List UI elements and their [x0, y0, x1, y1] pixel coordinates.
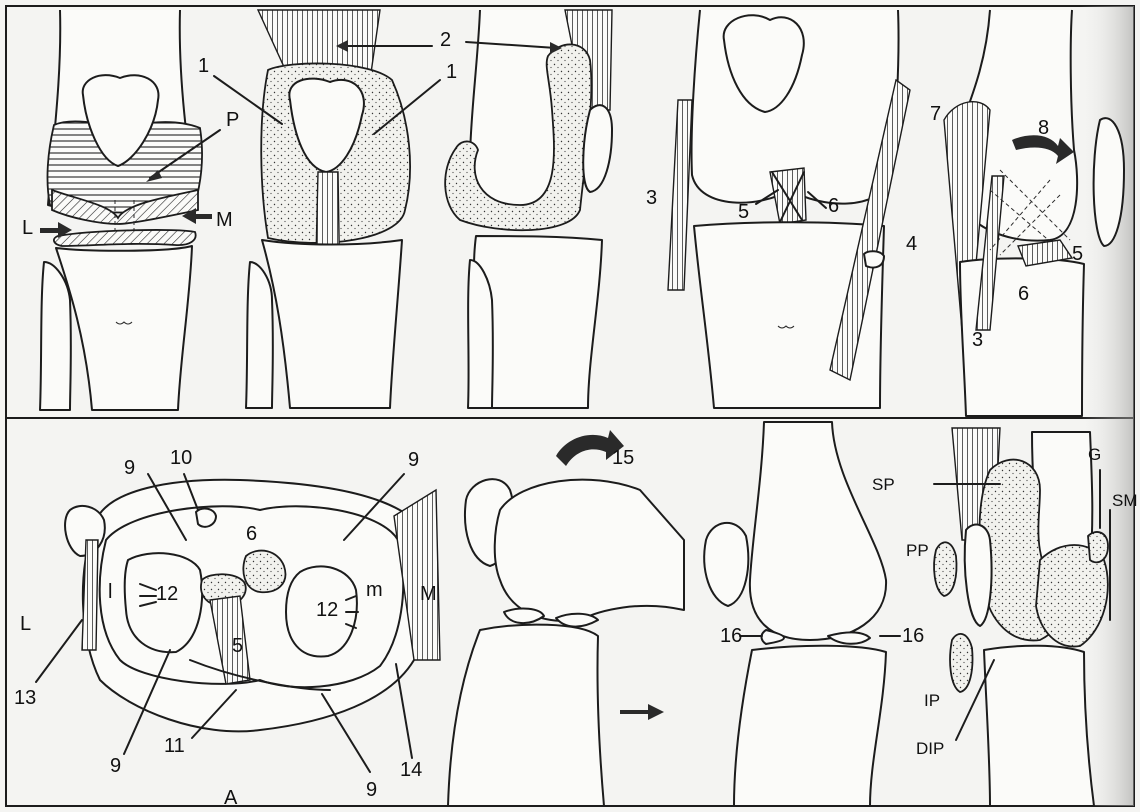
label-9d: 9	[366, 779, 377, 801]
femoral-condyle-7	[495, 480, 684, 621]
label-A: A	[224, 787, 238, 809]
label-L: L	[22, 217, 33, 239]
pes-anserinus	[864, 251, 884, 267]
label-8: 8	[1038, 117, 1049, 139]
label-14: 14	[400, 759, 422, 781]
label-3: 3	[646, 187, 657, 209]
label-5: 5	[738, 201, 749, 223]
tibia-8	[734, 646, 886, 806]
meniscus-post-7	[556, 614, 598, 627]
fibula-2	[246, 262, 273, 408]
label-3b: 3	[972, 329, 983, 351]
label-IP: IP	[924, 691, 940, 710]
patella-8	[704, 523, 748, 606]
meniscus-post-8	[828, 632, 870, 643]
label-M: M	[216, 209, 233, 231]
label-5b: 5	[1072, 243, 1083, 265]
label-13: 13	[14, 687, 36, 709]
infrapatellar-bursa	[950, 634, 972, 692]
label-16a: 16	[720, 625, 742, 647]
tibia-7	[448, 625, 604, 806]
label-9b: 9	[408, 449, 419, 471]
label-6-plateau: 6	[246, 523, 257, 545]
label-9c: 9	[110, 755, 121, 777]
insertion-10	[196, 509, 216, 527]
patella-9	[965, 525, 992, 626]
label-7: 7	[930, 103, 941, 125]
panel-2-synovium-anterior: 1 1 2	[198, 10, 457, 408]
bursa-G	[1088, 532, 1108, 562]
patella-lateral	[583, 105, 612, 192]
label-6: 6	[828, 195, 839, 217]
label-5-plateau: 5	[232, 635, 243, 657]
label-L-plateau: L	[20, 613, 31, 635]
lateral-collateral-ligament	[668, 100, 692, 290]
label-SM: SM	[1112, 491, 1138, 510]
label-9a: 9	[124, 457, 135, 479]
label-10: 10	[170, 447, 192, 469]
prepatellar-bursa	[934, 542, 956, 596]
label-l: l	[108, 581, 112, 603]
label-G: G	[1088, 445, 1101, 464]
tibial-cartilage	[54, 230, 196, 246]
label-1a: 1	[198, 55, 209, 77]
tibia-9	[984, 646, 1094, 806]
label-11: 11	[164, 735, 185, 757]
label-M-plateau: M	[420, 583, 437, 605]
fibula-lateral	[468, 260, 493, 408]
direction-arrow	[620, 704, 664, 720]
panel-3-synovium-lateral	[445, 10, 612, 408]
label-6b: 6	[1018, 283, 1029, 305]
pointer-14	[396, 664, 412, 758]
tibia-2	[262, 240, 402, 408]
label-12a: 12	[156, 583, 178, 605]
label-16b: 16	[902, 625, 924, 647]
label-m: m	[366, 579, 383, 601]
panel-6-tibial-plateau: 9 10 9 6 l 12 12 m M L 5 13 9 11 9 14 A	[14, 447, 440, 809]
panel-4-ligaments-anterior: 3 4 5 6	[646, 10, 917, 408]
panel-7-knee-extension: 15	[448, 430, 684, 806]
label-15: 15	[612, 447, 634, 469]
label-PP: PP	[906, 541, 929, 560]
label-P: P	[226, 109, 239, 131]
pointer-13	[36, 620, 82, 682]
label-1b: 1	[446, 61, 457, 83]
fibula	[40, 262, 71, 410]
femur-8	[750, 422, 886, 640]
label-SP: SP	[872, 475, 895, 494]
label-4: 4	[906, 233, 917, 255]
pcl-insertion-6	[243, 551, 285, 593]
label-12b: 12	[316, 599, 338, 621]
label-2: 2	[440, 29, 451, 51]
meniscus-ant-7	[504, 609, 544, 624]
label-DIP: DIP	[916, 739, 944, 758]
tibia	[56, 246, 192, 410]
